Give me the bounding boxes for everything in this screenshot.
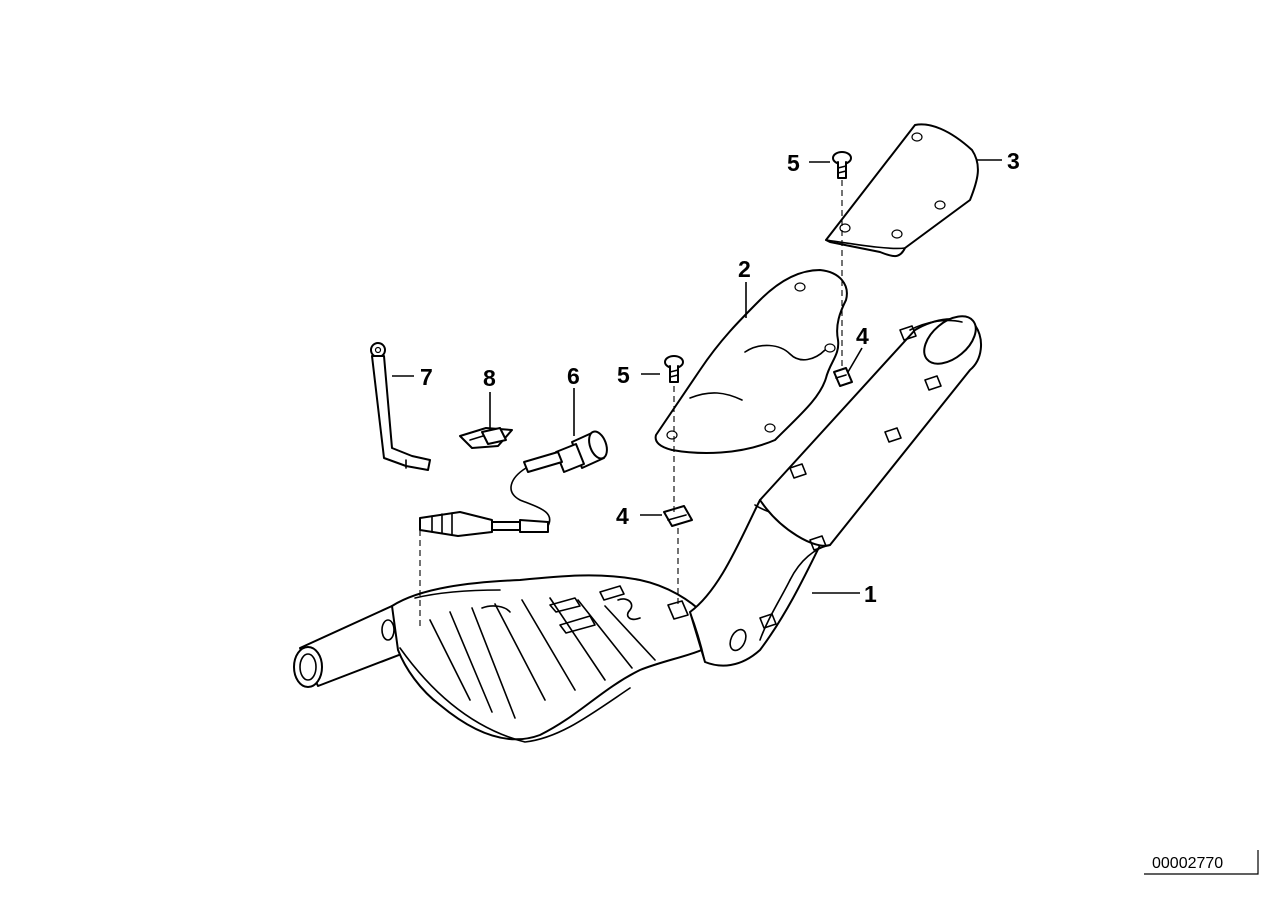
part-5-screw-upper[interactable] [832,151,852,179]
part-2-heat-shield[interactable] [654,269,848,454]
callouts: 1 2 3 4 4 5 5 6 7 8 [420,148,1020,607]
callout-2: 2 [738,256,751,282]
leader-lines [392,159,1002,594]
callout-4-lower: 4 [616,503,629,529]
assembly-lines [419,180,843,630]
part-3-heat-shield-upper[interactable] [825,123,979,258]
callout-1: 1 [864,581,877,607]
callout-5-upper: 5 [787,150,800,176]
part-7-bracket[interactable] [370,342,431,471]
callout-3: 3 [1007,148,1020,174]
drawing-number-block: 00002770 [1144,850,1259,875]
part-4-clip-upper[interactable] [833,367,853,387]
callout-6: 6 [567,363,580,389]
part-1-rear-muffler[interactable] [293,307,985,743]
part-4-clip-lower[interactable] [663,505,693,527]
part-6-oxygen-sensor[interactable] [419,429,610,537]
part-5-screw-lower[interactable] [664,355,684,383]
drawing-number: 00002770 [1152,855,1223,872]
callout-5-lower: 5 [617,362,630,388]
callout-7: 7 [420,364,433,390]
callout-8: 8 [483,365,496,391]
callout-4-upper: 4 [856,323,869,349]
part-8-clamp[interactable] [459,427,513,449]
